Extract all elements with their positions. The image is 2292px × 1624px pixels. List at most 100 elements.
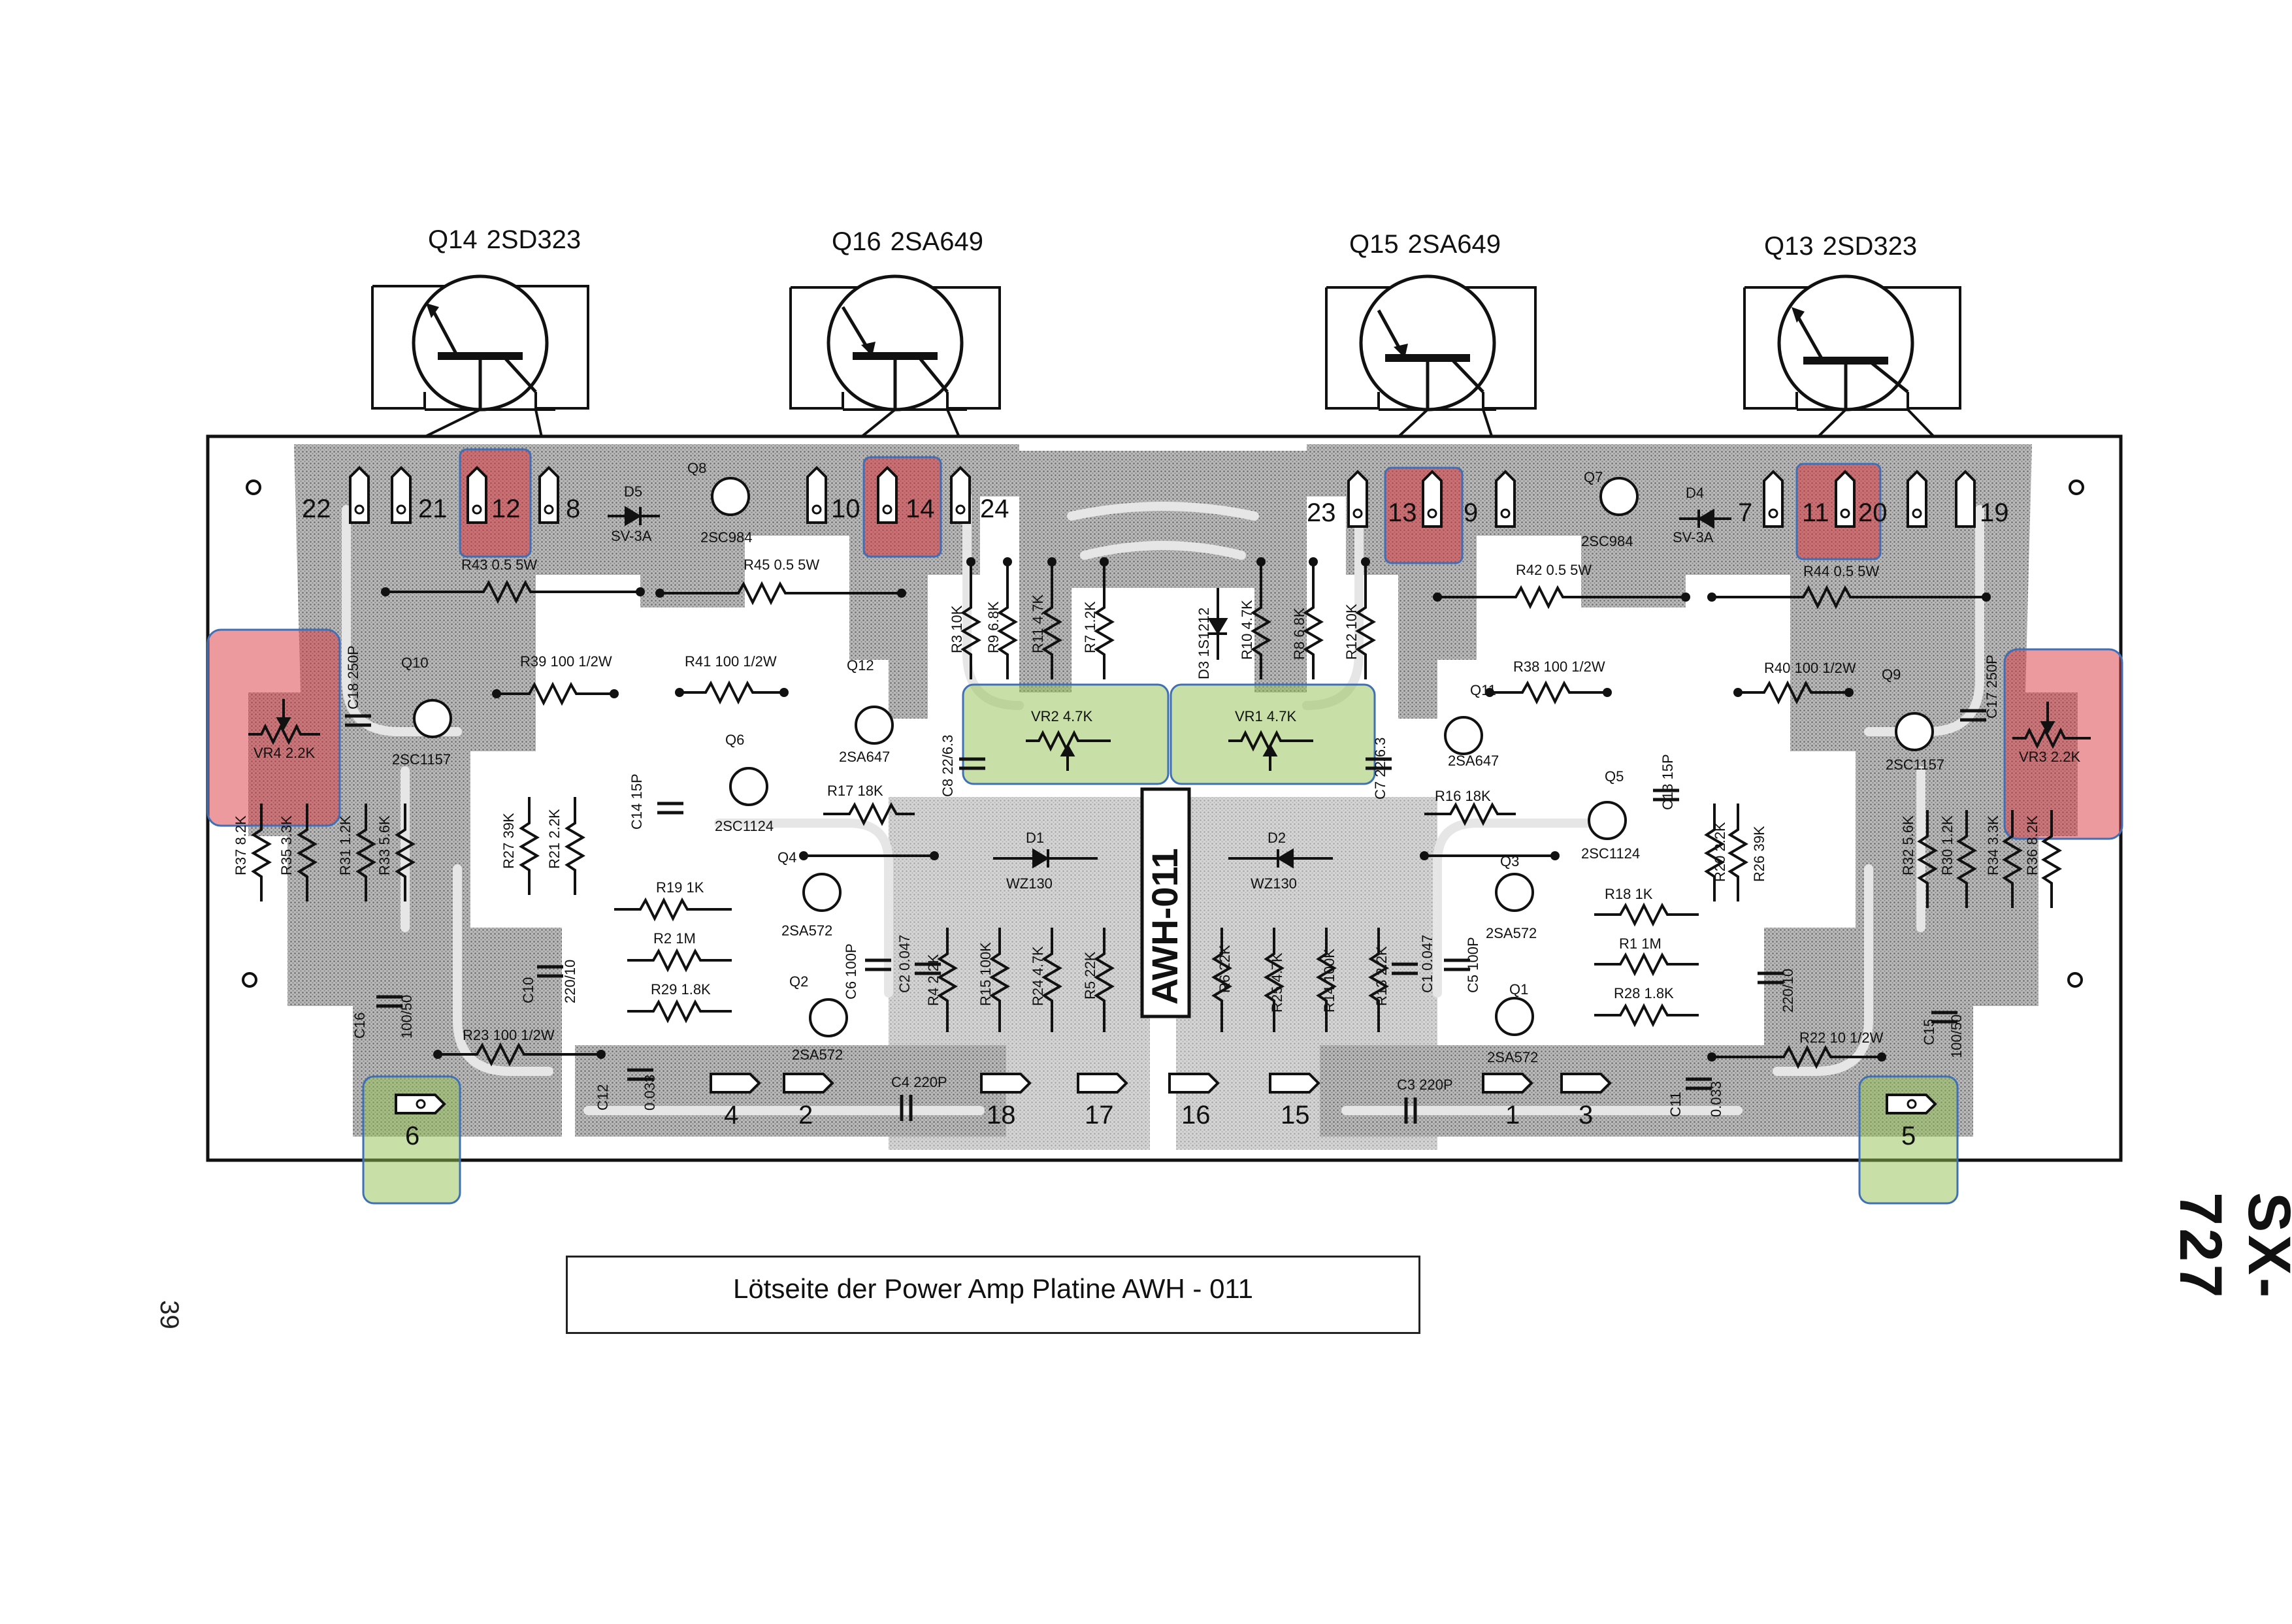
svg-text:R15 100K: R15 100K <box>977 942 994 1006</box>
svg-text:100/50: 100/50 <box>1948 1015 1965 1058</box>
svg-text:R17 18K: R17 18K <box>827 783 883 799</box>
svg-text:D3 1S1212: D3 1S1212 <box>1196 608 1212 679</box>
svg-text:6: 6 <box>405 1122 419 1150</box>
svg-text:C7 22/6.3: C7 22/6.3 <box>1372 738 1388 800</box>
resistors-vertical <box>251 562 2062 1032</box>
terminal-18: 18 <box>980 1073 1032 1129</box>
svg-text:C3 220P: C3 220P <box>1397 1077 1453 1093</box>
svg-text:R38 100 1/2W: R38 100 1/2W <box>1513 658 1605 675</box>
terminal-1: 1 <box>1482 1073 1533 1129</box>
svg-text:12: 12 <box>491 495 521 523</box>
svg-text:2SA572: 2SA572 <box>1486 925 1537 941</box>
svg-text:2SC1157: 2SC1157 <box>392 751 451 768</box>
svg-text:R4 2.2K: R4 2.2K <box>925 954 941 1006</box>
svg-text:R30 1.2K: R30 1.2K <box>1939 815 1956 875</box>
svg-text:11: 11 <box>1802 498 1829 527</box>
terminal-11: 11 <box>1763 470 1829 528</box>
svg-text:VR4 2.2K: VR4 2.2K <box>254 745 315 761</box>
svg-text:14: 14 <box>906 495 935 523</box>
svg-text:R36 8.2K: R36 8.2K <box>2024 815 2040 875</box>
svg-text:0.033: 0.033 <box>642 1075 658 1111</box>
svg-text:19: 19 <box>1980 498 2009 527</box>
svg-text:C12: C12 <box>595 1084 611 1111</box>
svg-text:Q8: Q8 <box>687 460 706 476</box>
svg-text:VR3 2.2K: VR3 2.2K <box>2019 749 2080 765</box>
svg-text:R29 1.8K: R29 1.8K <box>651 981 711 998</box>
svg-text:Q4: Q4 <box>778 849 796 866</box>
terminal-2: 2 <box>783 1073 834 1129</box>
svg-text:R19 1K: R19 1K <box>656 879 704 896</box>
svg-text:SV-3A: SV-3A <box>611 528 652 544</box>
svg-text:10: 10 <box>831 495 860 523</box>
svg-text:D5: D5 <box>624 483 642 500</box>
svg-text:R22 10 1/2W: R22 10 1/2W <box>1799 1030 1884 1046</box>
svg-text:R43 0.5 5W: R43 0.5 5W <box>461 557 537 573</box>
svg-text:R39 100 1/2W: R39 100 1/2W <box>520 653 612 670</box>
svg-text:Q7: Q7 <box>1584 469 1603 485</box>
terminal-7: 7 <box>1738 498 1752 527</box>
svg-text:R13 2.2K: R13 2.2K <box>1373 946 1390 1006</box>
svg-text:Q9: Q9 <box>1882 666 1901 683</box>
svg-text:R40 100 1/2W: R40 100 1/2W <box>1764 660 1856 676</box>
svg-text:R3 10K: R3 10K <box>949 605 965 653</box>
svg-text:D1: D1 <box>1026 830 1044 846</box>
svg-text:R34 3.3K: R34 3.3K <box>1985 815 2001 875</box>
svg-text:R2 1M: R2 1M <box>653 930 696 947</box>
svg-text:4: 4 <box>724 1101 738 1129</box>
highlight-overlays <box>206 448 2123 1205</box>
svg-text:R28 1.8K: R28 1.8K <box>1614 985 1674 1001</box>
svg-text:R23 100 1/2W: R23 100 1/2W <box>463 1027 555 1043</box>
svg-text:3: 3 <box>1579 1101 1593 1129</box>
svg-text:C17 250P: C17 250P <box>1984 655 2000 719</box>
terminal-22: 22 <box>302 466 370 524</box>
svg-text:R27 39K: R27 39K <box>500 813 517 869</box>
terminal-4: 4 <box>710 1073 761 1129</box>
small-transistors <box>413 477 1934 1037</box>
caption-box: Lötseite der Power Amp Platine AWH - 011 <box>566 1256 1420 1334</box>
terminal-12: 12 <box>467 466 521 524</box>
svg-text:WZ130: WZ130 <box>1006 875 1053 892</box>
svg-text:R11 4.7K: R11 4.7K <box>1030 594 1046 653</box>
svg-text:2SA572: 2SA572 <box>792 1047 843 1063</box>
terminal-10: 10 <box>806 466 860 524</box>
svg-text:22: 22 <box>302 495 331 523</box>
svg-text:R31 1.2K: R31 1.2K <box>337 815 353 875</box>
svg-text:VR2 4.7K: VR2 4.7K <box>1031 708 1092 724</box>
svg-text:C6 100P: C6 100P <box>843 943 859 999</box>
terminal-6: 6 <box>395 1094 446 1150</box>
svg-text:R7 1.2K: R7 1.2K <box>1082 601 1098 653</box>
svg-text:15: 15 <box>1281 1101 1310 1129</box>
svg-text:100/50: 100/50 <box>399 995 415 1039</box>
svg-text:R42 0.5 5W: R42 0.5 5W <box>1516 562 1592 578</box>
svg-text:17: 17 <box>1085 1101 1114 1129</box>
svg-text:0.033: 0.033 <box>1708 1081 1724 1117</box>
svg-text:C1 0.047: C1 0.047 <box>1419 935 1435 993</box>
terminal-20: 20 <box>1835 470 1888 528</box>
svg-text:220/10: 220/10 <box>1780 969 1796 1013</box>
svg-text:9: 9 <box>1464 498 1478 527</box>
svg-text:R41 100 1/2W: R41 100 1/2W <box>685 653 777 670</box>
page-number: 39 <box>154 1300 184 1329</box>
svg-text:2SA647: 2SA647 <box>1448 753 1499 769</box>
svg-text:220/10: 220/10 <box>562 960 578 1003</box>
svg-text:Q10: Q10 <box>401 655 429 671</box>
svg-text:R8 6.8K: R8 6.8K <box>1291 608 1307 660</box>
svg-text:5: 5 <box>1901 1122 1916 1150</box>
terminal-5: 5 <box>1886 1094 1937 1150</box>
terminal-14: 14 <box>877 466 935 524</box>
terminal-17: 17 <box>1077 1073 1128 1129</box>
svg-text:7: 7 <box>1738 498 1752 527</box>
terminal-19: 19 <box>1907 470 2009 528</box>
svg-text:C8 22/6.3: C8 22/6.3 <box>940 735 956 797</box>
svg-text:D4: D4 <box>1686 485 1704 501</box>
svg-text:R20 2.2K: R20 2.2K <box>1712 822 1728 882</box>
svg-text:R14 100K: R14 100K <box>1321 949 1337 1013</box>
svg-text:C14 15P: C14 15P <box>629 773 645 830</box>
svg-text:D2: D2 <box>1268 830 1286 846</box>
component-labels: D5 SV-3A Q8 2SC984 D4 SV-3A Q7 2SC984 R4… <box>233 460 2080 1117</box>
